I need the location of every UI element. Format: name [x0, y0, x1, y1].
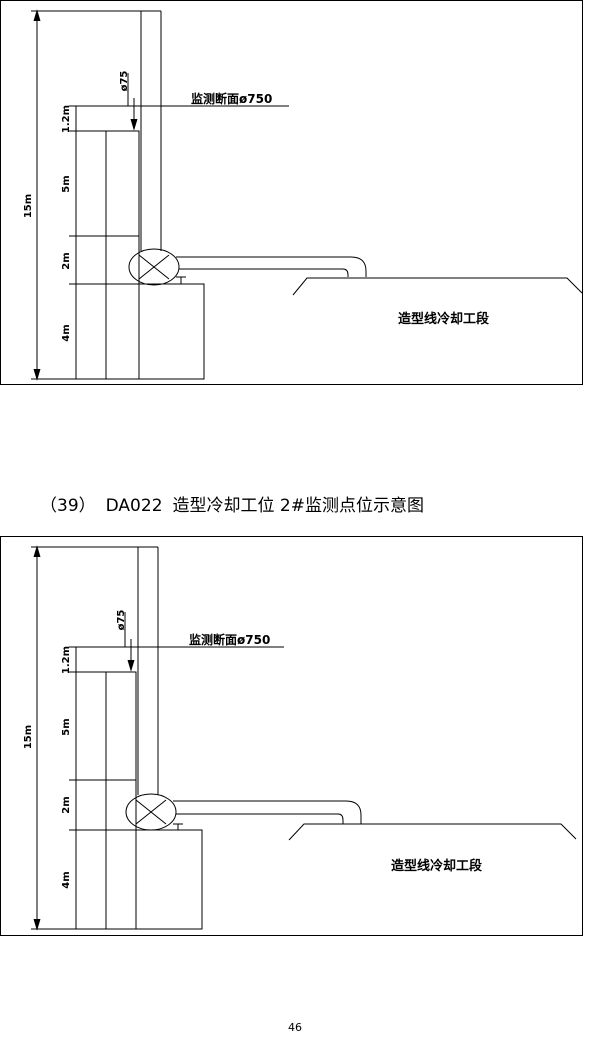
dim-base-label: 4m [61, 324, 72, 341]
dim-low-label: 2m [61, 252, 72, 269]
section-label: 监测断面ø750 [191, 91, 272, 106]
zone-label: 造型线冷却工段 [391, 858, 482, 874]
dim-mid-label: 5m [61, 175, 72, 192]
diagram-drawing-1: 15m 1.2m 5m 2m 4m ø75 监测断面ø750 造型线冷却工段 [23, 9, 583, 381]
dim-top-label: 1.2m [61, 105, 72, 133]
diagram-drawing-2: 15m 1.2m 5m 2m 4m ø75 监测断面ø750 造型线冷却工段 [23, 545, 577, 931]
figure-caption: （39） DA022 造型冷却工位 2#监测点位示意图 [40, 491, 434, 516]
dim-low-label: 2m [61, 796, 72, 813]
dim-base-label: 4m [61, 871, 72, 888]
zone-label: 造型线冷却工段 [398, 311, 489, 327]
dim-top-label: 1.2m [61, 646, 72, 674]
caption-title: 造型冷却工位 2#监测点位示意图 [172, 496, 424, 516]
section-label: 监测断面ø750 [189, 632, 270, 647]
dim-total-label: 15m [23, 725, 34, 749]
diameter-label: ø75 [116, 610, 127, 631]
monitoring-diagram-1: 15m 1.2m 5m 2m 4m ø75 监测断面ø750 造型线冷却工段 [0, 0, 583, 385]
monitoring-diagram-2: 15m 1.2m 5m 2m 4m ø75 监测断面ø750 造型线冷却工段 [0, 536, 583, 936]
page-number: 46 [288, 1021, 302, 1034]
dim-total-label: 15m [23, 194, 34, 218]
dim-mid-label: 5m [61, 718, 72, 735]
diameter-label: ø75 [119, 71, 130, 92]
caption-code: DA022 [105, 496, 163, 516]
caption-number: （39） [40, 496, 96, 516]
